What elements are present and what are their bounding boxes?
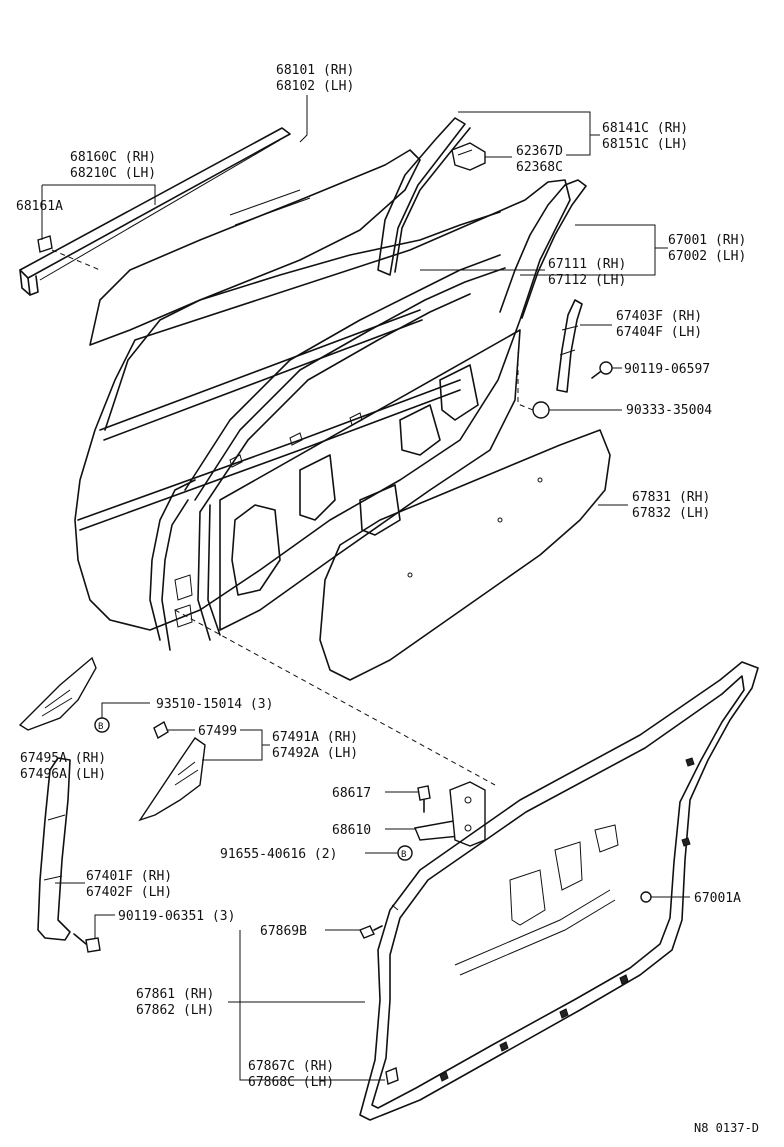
hinge-dashed-line [174, 609, 496, 786]
marker-b-2: B [401, 850, 406, 860]
label-62367d: 62367D [516, 144, 563, 159]
panel-67491a [138, 737, 206, 822]
label-68617: 68617 [332, 786, 371, 801]
clip-68161a [37, 235, 53, 253]
label-67402f: 67402F (LH) [86, 885, 172, 900]
label-67496a: 67496A (LH) [20, 767, 106, 782]
bolt-90119-06597 [591, 361, 613, 379]
label-67001a: 67001A [694, 891, 741, 906]
label-67862: 67862 (LH) [136, 1003, 214, 1018]
label-67868c: 67868C (LH) [248, 1075, 334, 1090]
clip-67869b [359, 904, 399, 939]
label-67869b: 67869B [260, 924, 307, 939]
label-68101: 68101 (RH) [276, 63, 354, 78]
opening-weatherstrip-67861 [359, 661, 759, 1121]
check-arm-68610 [414, 781, 486, 847]
run-channel-68141c [377, 117, 471, 276]
label-67495a: 67495A (RH) [20, 751, 106, 766]
part-labels: 68101 (RH) 68102 (LH) 68160C (RH) 68210C… [16, 63, 759, 1135]
label-67404f: 67404F (LH) [616, 325, 702, 340]
diagram-id: N8 0137-D [694, 1121, 759, 1135]
service-cover-67831 [319, 429, 611, 681]
label-67111: 67111 (RH) [548, 257, 626, 272]
label-90119-06351: 90119-06351 (3) [118, 909, 235, 924]
stopper-62367d [451, 142, 486, 171]
clip-67001a [640, 891, 652, 903]
marker-b-1: B [98, 722, 103, 732]
channel-67403f [556, 299, 583, 393]
door-glass-68101 [89, 149, 421, 346]
label-67491a: 67491A (RH) [272, 730, 358, 745]
label-68610: 68610 [332, 823, 371, 838]
belt-moulding-68160c [19, 127, 291, 296]
label-67001: 67001 (RH) [668, 233, 746, 248]
label-68161a: 68161A [16, 199, 63, 214]
pillar-channel-67401f [37, 757, 71, 941]
label-68151c: 68151C (LH) [602, 137, 688, 152]
frame-weatherstrip-67001 [499, 179, 587, 319]
fastener-b-93510: B [94, 717, 110, 733]
plug-dashed-lead [517, 352, 534, 411]
label-91655: 91655-40616 (2) [220, 847, 337, 862]
label-67832: 67832 (LH) [632, 506, 710, 521]
label-68160c: 68160C (RH) [70, 150, 156, 165]
clip-67499 [153, 720, 169, 740]
label-68141c: 68141C (RH) [602, 121, 688, 136]
bolt-68617 [417, 785, 431, 813]
label-67112: 67112 (LH) [548, 273, 626, 288]
door-shell-67001 [74, 179, 571, 651]
clip-67867c [385, 1067, 399, 1085]
fastener-b-91655: B [397, 845, 413, 861]
label-67861: 67861 (RH) [136, 987, 214, 1002]
hole-plug-90333 [532, 401, 550, 419]
label-67403f: 67403F (RH) [616, 309, 702, 324]
bolt-90119-06351 [73, 933, 101, 953]
label-67499: 67499 [198, 724, 237, 739]
label-90119-06597: 90119-06597 [624, 362, 710, 377]
label-68210c: 68210C (LH) [70, 166, 156, 181]
label-67831: 67831 (RH) [632, 490, 710, 505]
label-67401f: 67401F (RH) [86, 869, 172, 884]
label-62368c: 62368C [516, 160, 563, 175]
label-67492a: 67492A (LH) [272, 746, 358, 761]
leader-lines [41, 95, 690, 1081]
label-67867c: 67867C (RH) [248, 1059, 334, 1074]
label-67002: 67002 (LH) [668, 249, 746, 264]
label-68102: 68102 (LH) [276, 79, 354, 94]
mirror-cover-67495a [18, 656, 97, 731]
label-90333: 90333-35004 [626, 403, 712, 418]
label-93510: 93510-15014 (3) [156, 697, 273, 712]
